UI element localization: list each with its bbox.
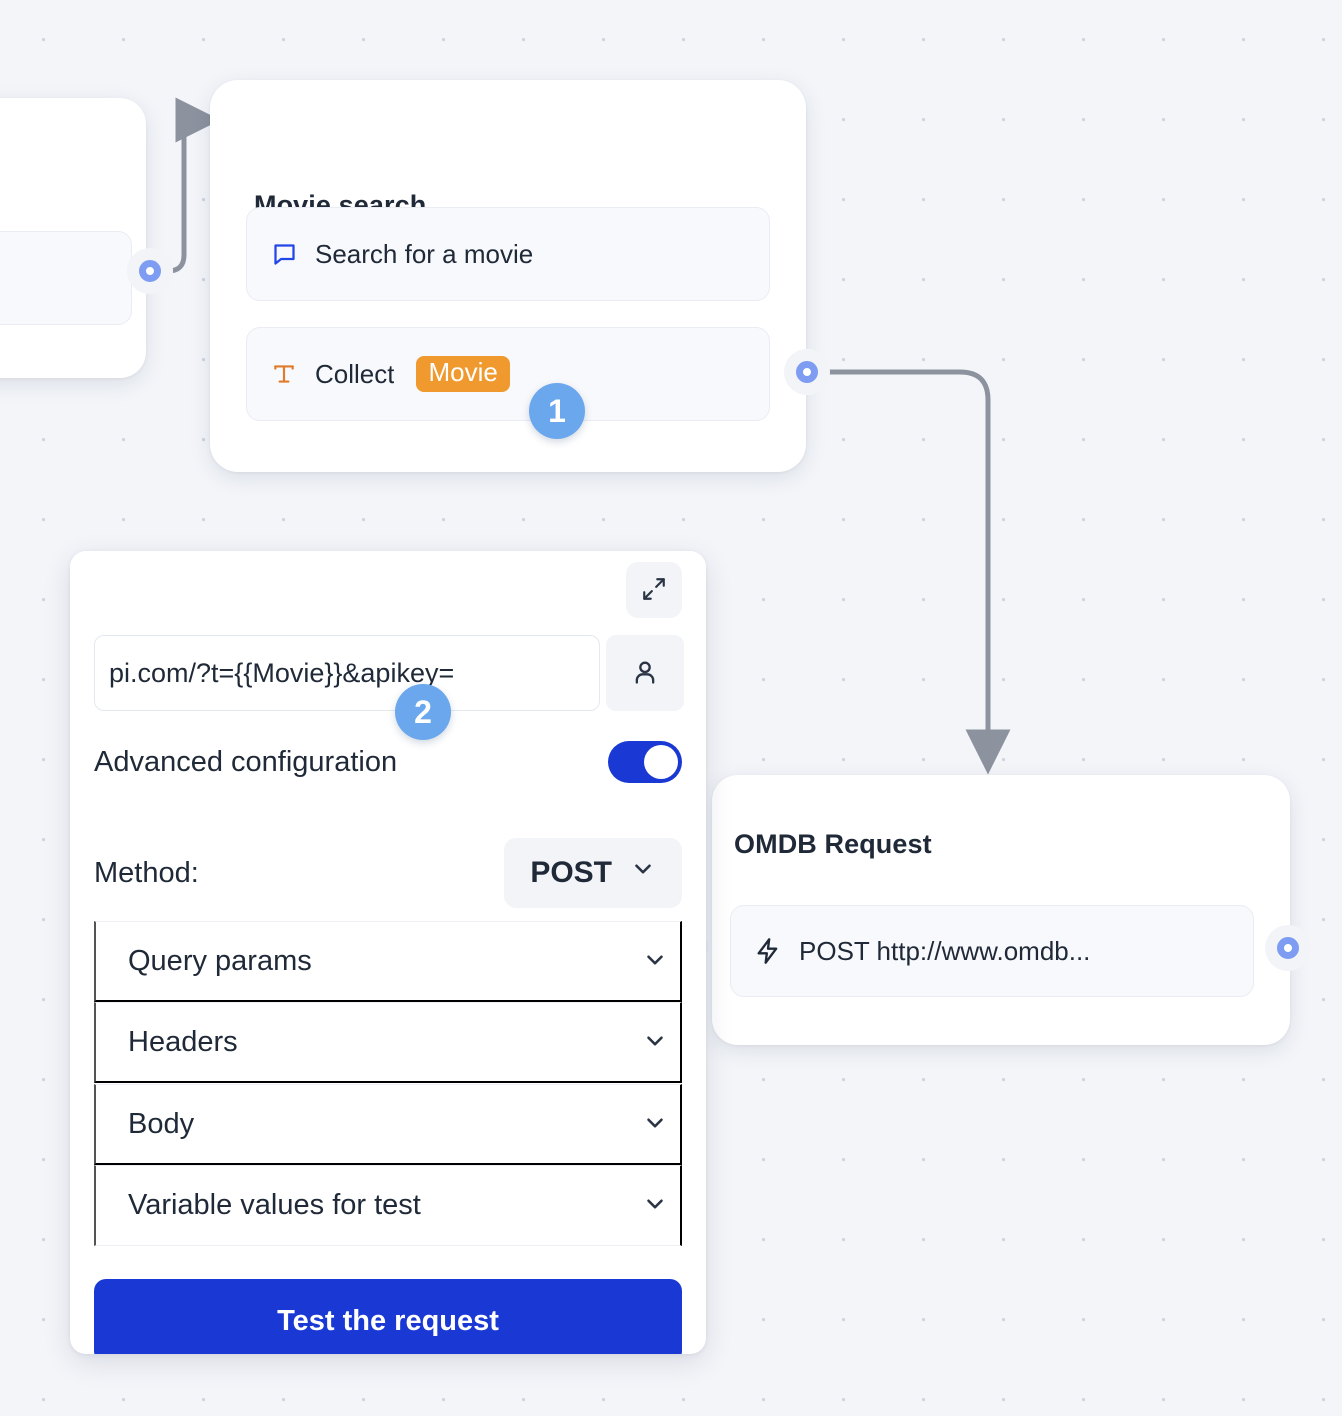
chevron-down-icon [642,1028,668,1057]
node-row-collect-movie[interactable]: Collect Movie [246,327,770,421]
request-config-panel[interactable]: Advanced configuration Method: POST Quer… [70,551,706,1354]
step-badge-1: 1 [529,383,585,439]
connector-port-left-node[interactable] [127,248,173,294]
node-row-search-for-a-movie[interactable]: Search for a movie [246,207,770,301]
accordion-query-params[interactable]: Query params [94,921,682,1002]
node-row-label: Search for a movie [315,239,533,270]
node-title-omdb-request: OMDB Request [734,829,932,860]
accordion-headers[interactable]: Headers [94,1002,682,1083]
partial-node-row[interactable] [0,231,132,325]
accordion-variable-values-for-test[interactable]: Variable values for test [94,1165,682,1246]
variable-chip-movie[interactable]: Movie [416,356,509,391]
method-selected-value: POST [530,856,612,890]
node-row-post-request[interactable]: POST http://www.omdb... [730,905,1254,997]
node-row-label: Collect [315,359,394,390]
accordion-body[interactable]: Body [94,1084,682,1165]
chevron-down-icon [642,947,668,976]
advanced-configuration-toggle[interactable] [608,741,682,783]
node-row-label: POST http://www.omdb... [799,936,1090,967]
method-label: Method: [94,857,199,890]
accordion-label: Body [128,1108,194,1141]
node-movie-search[interactable]: Movie search Search for a movie Collect … [210,80,806,472]
connector-port-movie-search-output[interactable] [784,349,830,395]
expand-panel-button[interactable] [626,562,682,618]
node-omdb-request[interactable]: OMDB Request POST http://www.omdb... [712,775,1290,1045]
accordion-label: Headers [128,1026,238,1059]
advanced-configuration-label: Advanced configuration [94,746,397,779]
method-row: Method: POST [94,838,682,908]
expand-diagonal-icon [641,576,667,605]
step-badge-2: 2 [395,684,451,740]
method-select-dropdown[interactable]: POST [504,838,682,908]
request-url-input[interactable] [94,635,600,711]
test-the-request-button[interactable]: Test the request [94,1279,682,1354]
chevron-down-icon [642,1191,668,1220]
connector-port-omdb-output[interactable] [1265,925,1311,971]
url-row [94,635,684,711]
chevron-down-icon [642,1110,668,1139]
advanced-configuration-row: Advanced configuration [94,741,682,783]
auth-user-button[interactable] [606,635,684,711]
chat-bubble-icon [269,241,299,268]
accordion-label: Query params [128,945,312,978]
text-t-icon [269,361,299,387]
lightning-bolt-icon [753,937,783,965]
accordion-label: Variable values for test [128,1189,421,1222]
chevron-down-icon [630,856,656,890]
user-icon [631,658,659,689]
partial-node-offscreen[interactable] [0,98,146,378]
